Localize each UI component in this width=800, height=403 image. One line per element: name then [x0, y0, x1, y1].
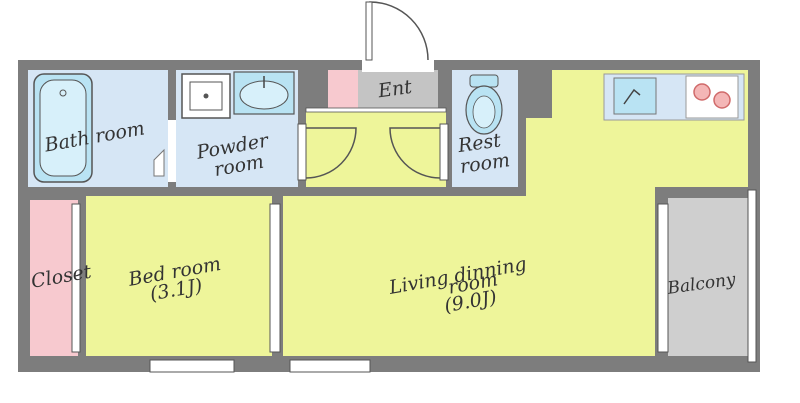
faucet-icon	[623, 88, 641, 105]
bedroom-window	[149, 359, 235, 373]
toilet-tank	[469, 74, 499, 88]
burner-icon	[713, 91, 731, 109]
bedroom-door-frame	[269, 203, 281, 353]
living-room-window	[289, 359, 371, 373]
bathroom-door-gap	[168, 120, 176, 182]
bedroom-floor	[86, 196, 272, 356]
entrance-door-opening	[362, 58, 434, 72]
closet-floor	[30, 200, 78, 356]
toilet-seat	[472, 95, 496, 129]
door-swing-icon	[389, 127, 441, 179]
kitchen-sink	[613, 77, 657, 115]
balcony-floor	[668, 198, 748, 356]
bathtub-basin	[39, 79, 87, 177]
door-jamb	[297, 123, 307, 181]
entrance-door-swing-icon	[369, 1, 429, 61]
washing-machine-inner	[189, 81, 223, 111]
hallway-floor	[306, 108, 446, 187]
burner-icon	[693, 83, 711, 101]
door-swing-icon	[305, 127, 357, 179]
door-jamb	[439, 123, 449, 181]
entrance-label: Ent	[376, 76, 414, 103]
drain-icon	[59, 89, 67, 97]
balcony-railing	[747, 189, 757, 363]
step-mark-icon	[153, 148, 165, 177]
entrance-door-leaf	[365, 1, 373, 61]
living-room-floor	[283, 70, 748, 356]
balcony-window-frame	[657, 203, 669, 353]
door-jamb	[305, 107, 447, 113]
entrance-floor	[358, 70, 438, 108]
drain-icon	[203, 93, 209, 99]
closet-door-frame	[71, 203, 81, 353]
entrance-closet	[328, 70, 358, 108]
